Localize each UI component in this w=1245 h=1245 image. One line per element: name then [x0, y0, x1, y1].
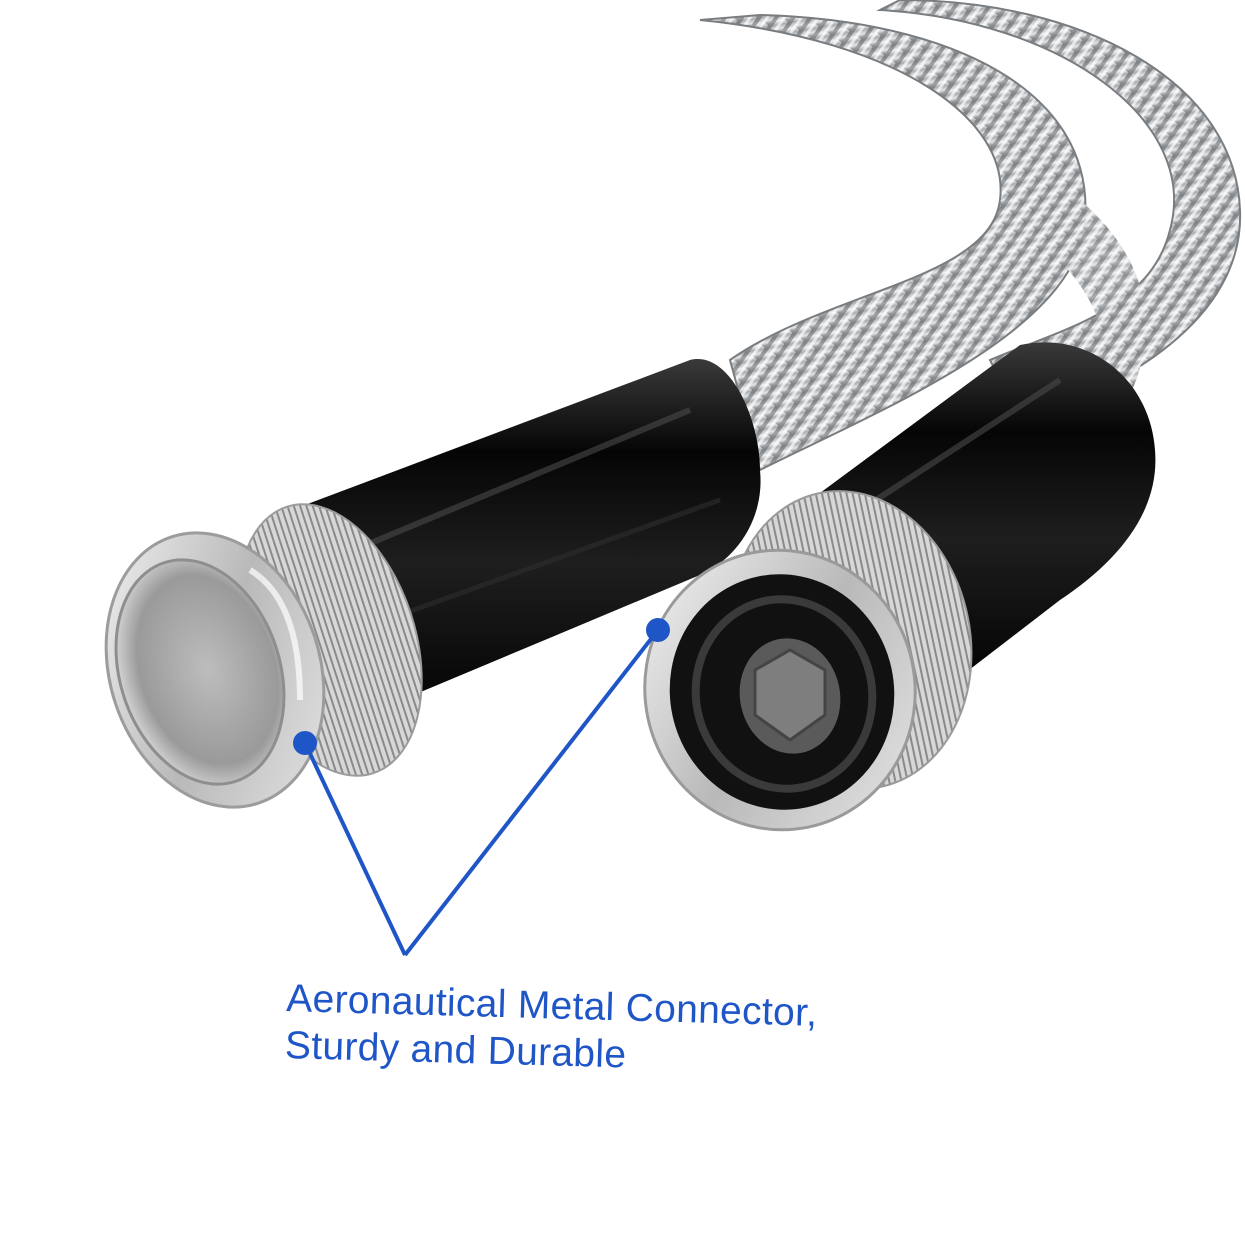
male-connector [104, 503, 423, 809]
callout-pointer [293, 618, 670, 957]
callout-dot-right [646, 618, 670, 642]
callout-dot-left [293, 731, 317, 755]
female-connector [643, 490, 973, 832]
hose-body-left [699, 13, 1087, 472]
callout-caption: Aeronautical Metal Connector, Sturdy and… [284, 975, 926, 1087]
